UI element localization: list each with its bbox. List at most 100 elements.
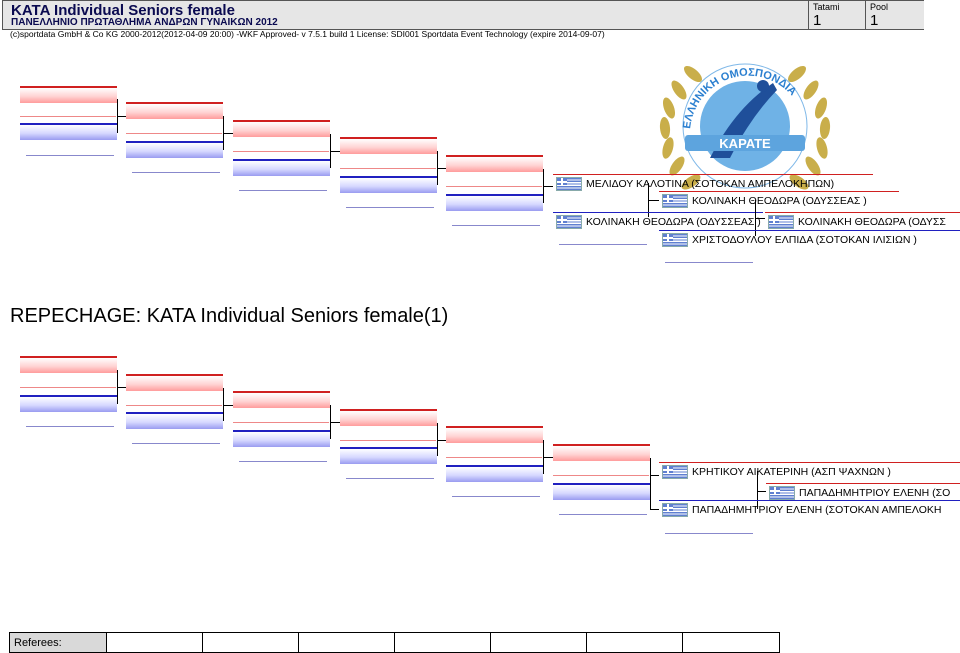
competitor-name: ΠΑΠΑΔΗΜΗΤΡΙΟΥ ΕΛΕΝΗ (ΣΟ [799, 487, 951, 499]
bracket-slot-red [340, 409, 437, 426]
competitor-entry: ΚΡΗΤΙΚΟΥ ΑΙΚΑΤΕΡΙΝΗ (ΑΣΠ ΨΑΧΝΩΝ ) [659, 462, 960, 480]
bracket-connector [648, 200, 659, 201]
bracket-slot-red [20, 86, 117, 103]
winner-entry: ΚΟΛΙΝΑΚΗ ΘΕΟΔΩΡΑ (ΟΔΥΣΣ [765, 212, 960, 230]
bracket-line [26, 426, 114, 427]
bracket-connector [223, 405, 233, 406]
bracket-line [126, 405, 222, 406]
referees-label: Referees: [10, 633, 107, 652]
bracket-connector [650, 458, 651, 510]
referee-cell [299, 633, 395, 652]
bracket-slot-blue [340, 176, 437, 193]
bracket-line [346, 478, 434, 479]
bracket-line [553, 475, 649, 476]
bracket-line [446, 186, 542, 187]
competitor-name: ΚΟΛΙΝΑΚΗ ΘΕΟΔΩΡΑ (ΟΔΥΣΣΕΑΣ ) [692, 195, 867, 207]
bracket-slot-red [233, 120, 330, 137]
bracket-connector [543, 457, 553, 458]
bracket-slot-red [446, 155, 543, 172]
bracket-line [126, 133, 222, 134]
competitor-entry: ΚΟΛΙΝΑΚΗ ΘΕΟΔΩΡΑ (ΟΔΥΣΣΕΑΣ ) [553, 212, 763, 230]
referee-cell [491, 633, 587, 652]
bracket-line [446, 457, 542, 458]
bracket-line [233, 422, 329, 423]
competitor-entry: ΠΑΠΑΔΗΜΗΤΡΙΟΥ ΕΛΕΝΗ (ΣΟΤΟΚΑΝ ΑΜΠΕΛΟΚΗ [659, 500, 960, 518]
event-subtitle: ΠΑΝΕΛΛΗΝΙΟ ΠΡΩΤΑΘΛΗΜΑ ΑΝΔΡΩΝ ΓΥΝΑΙΚΩΝ 20… [11, 17, 278, 28]
greece-flag-icon [769, 486, 795, 501]
competitor-name: ΧΡΙΣΤΟΔΟΥΛΟΥ ΕΛΠΙΔΑ (ΣΟΤΟΚΑΝ ΙΛΙΣΙΩΝ ) [692, 234, 917, 246]
greece-flag-icon [768, 215, 794, 230]
bracket-connector [223, 133, 233, 134]
header-bar: KATA Individual Seniors female ΠΑΝΕΛΛΗΝΙ… [2, 0, 924, 30]
repechage-title: REPECHAGE: KATA Individual Seniors femal… [10, 305, 449, 327]
tatami-value: 1 [813, 12, 822, 29]
bracket-connector [755, 218, 765, 219]
bracket-line [132, 172, 220, 173]
bracket-connector [437, 168, 446, 169]
logo-band-text: ΚΑΡΑΤΕ [719, 136, 771, 151]
bracket-line [132, 443, 220, 444]
bracket-slot-blue [553, 483, 650, 500]
bracket-connector [650, 509, 659, 510]
bracket-line [340, 440, 436, 441]
bracket-line [665, 262, 753, 263]
bracket-line [239, 461, 327, 462]
federation-logo: ΚΑΡΑΤΕ ΕΛΛΗΝΙΚΗ ΟΜΟΣΠΟΝΔΙΑ [659, 63, 831, 190]
bracket-slot-blue [126, 141, 223, 158]
bracket-connector [117, 116, 126, 117]
bracket-line [20, 387, 116, 388]
bracket-slot-blue [446, 465, 543, 482]
bracket-slot-red [126, 102, 223, 119]
bracket-line [559, 514, 647, 515]
pool-value: 1 [870, 12, 879, 29]
bracket-connector [543, 186, 553, 187]
bracket-connector [757, 471, 758, 509]
bracket-slot-red [20, 356, 117, 373]
bracket-connector [437, 423, 438, 456]
bracket-connector [330, 422, 340, 423]
bracket-line [26, 155, 114, 156]
competitor-name: ΠΑΠΑΔΗΜΗΤΡΙΟΥ ΕΛΕΝΗ (ΣΟΤΟΚΑΝ ΑΜΠΕΛΟΚΗ [692, 504, 942, 516]
referee-cell [107, 633, 203, 652]
bracket-connector [330, 151, 340, 152]
tatami-label: Tatami [813, 2, 840, 12]
bracket-line [340, 168, 436, 169]
event-title: KATA Individual Seniors female [11, 2, 235, 19]
referees-table: Referees: [9, 632, 780, 653]
greece-flag-icon [662, 503, 688, 518]
competitor-entry: ΚΟΛΙΝΑΚΗ ΘΕΟΔΩΡΑ (ΟΔΥΣΣΕΑΣ ) [659, 191, 899, 209]
bracket-line [20, 116, 116, 117]
laurel-wreath [659, 65, 831, 190]
copyright-line: (c)sportdata GmbH & Co KG 2000-2012(2012… [10, 29, 605, 39]
bracket-slot-red [126, 374, 223, 391]
referee-cell [203, 633, 299, 652]
bracket-line [233, 151, 329, 152]
bracket-connector [757, 491, 766, 492]
bracket-slot-blue [20, 123, 117, 140]
bracket-line [452, 225, 540, 226]
greece-flag-icon [662, 465, 688, 480]
tatami-box: Tatami 1 [808, 1, 865, 29]
bracket-slot-red [446, 426, 543, 443]
referee-cell [395, 633, 491, 652]
competitor-name: ΚΡΗΤΙΚΟΥ ΑΙΚΑΤΕΡΙΝΗ (ΑΣΠ ΨΑΧΝΩΝ ) [692, 466, 891, 478]
bracket-slot-blue [446, 194, 543, 211]
bracket-connector [437, 440, 446, 441]
bracket-line [665, 533, 753, 534]
competitor-entry: ΧΡΙΣΤΟΔΟΥΛΟΥ ΕΛΠΙΔΑ (ΣΟΤΟΚΑΝ ΙΛΙΣΙΩΝ ) [659, 230, 960, 248]
bracket-line [559, 244, 647, 245]
bracket-slot-blue [233, 159, 330, 176]
greece-flag-icon [662, 194, 688, 209]
greece-flag-icon [662, 233, 688, 248]
competitor-name: ΚΟΛΙΝΑΚΗ ΘΕΟΔΩΡΑ (ΟΔΥΣΣ [798, 216, 946, 228]
referee-cell [587, 633, 683, 652]
bracket-slot-blue [126, 412, 223, 429]
bracket-slot-blue [233, 430, 330, 447]
bracket-line [239, 190, 327, 191]
bracket-line [346, 207, 434, 208]
bracket-connector [117, 387, 126, 388]
bracket-slot-red [340, 137, 437, 154]
competitor-name: ΜΕΛΙΔΟΥ ΚΑΛΟΤΙΝΑ (ΣΟΤΟΚΑΝ ΑΜΠΕΛΟΚΗΠΩΝ) [586, 178, 835, 190]
competitor-name: ΚΟΛΙΝΑΚΗ ΘΕΟΔΩΡΑ (ΟΔΥΣΣΕΑΣ ) [586, 216, 761, 228]
bracket-slot-blue [20, 395, 117, 412]
